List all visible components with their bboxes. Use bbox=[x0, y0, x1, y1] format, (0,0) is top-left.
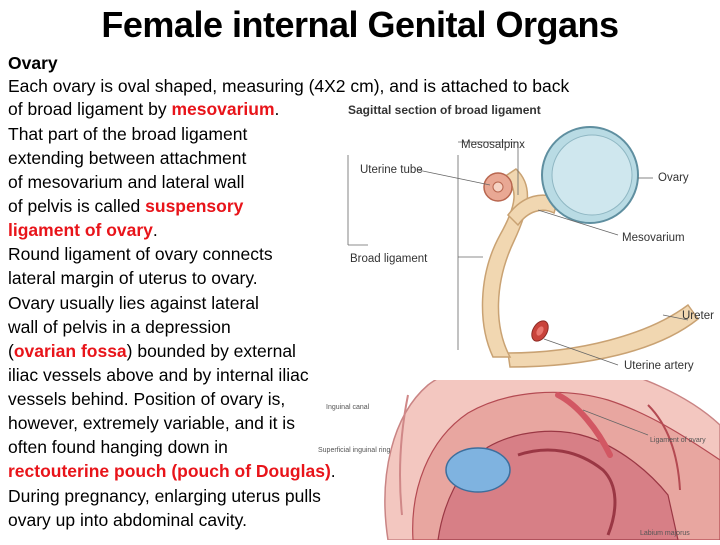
label-ovary: Ovary bbox=[658, 172, 689, 184]
body-line-3: That part of the broad ligament bbox=[8, 124, 248, 144]
label-broad-ligament: Broad ligament bbox=[350, 253, 428, 265]
text-segment: ) bounded by external bbox=[126, 341, 296, 361]
term-rectouterine-pouch: rectouterine pouch (pouch of Douglas) bbox=[8, 461, 331, 481]
body-line-17: rectouterine pouch (pouch of Douglas). bbox=[8, 461, 336, 482]
body-line-18: During pregnancy, enlarging uterus pulls bbox=[8, 486, 321, 506]
text-segment: . bbox=[274, 99, 280, 119]
label-mesovarium: Mesovarium bbox=[622, 232, 685, 244]
text-segment: . bbox=[152, 220, 158, 240]
label-uterine-artery: Uterine artery bbox=[624, 360, 694, 372]
section-heading-ovary: Ovary bbox=[8, 53, 58, 73]
uterine-tube-lumen bbox=[492, 181, 504, 193]
slide-title: Female internal Genital Organs bbox=[101, 4, 619, 45]
label-superficial-inguinal-ring: Superficial inguinal ring bbox=[318, 447, 391, 454]
body-line-16: often found hanging down in bbox=[8, 437, 228, 457]
label-ureter: Ureter bbox=[682, 310, 714, 322]
label-labium-majorus: Labium majorus bbox=[640, 530, 690, 537]
body-line-19: ovary up into abdominal cavity. bbox=[8, 510, 247, 530]
term-ovarian-fossa: ovarian fossa bbox=[13, 341, 127, 361]
label-inguinal-canal: Inguinal canal bbox=[326, 404, 370, 411]
body-line-2: of broad ligament by mesovarium. bbox=[8, 99, 279, 120]
body-line-6: of pelvis is called suspensory bbox=[8, 196, 243, 217]
body-line-1: Each ovary is oval shaped, measuring (4X… bbox=[8, 76, 570, 96]
ovary-inner bbox=[551, 134, 633, 216]
term-suspensory: suspensory bbox=[145, 196, 244, 216]
mesovarium-fold bbox=[507, 194, 559, 227]
text-segment: ( bbox=[8, 341, 14, 361]
body-line-14: vessels behind. Position of ovary is, bbox=[8, 389, 286, 409]
label-uterine-tube: Uterine tube bbox=[360, 164, 423, 176]
body-line-4: extending between attachment bbox=[8, 148, 247, 168]
body-line-9: lateral margin of uterus to ovary. bbox=[8, 268, 258, 288]
body-line-7: ligament of ovary. bbox=[8, 220, 158, 241]
term-mesovarium: mesovarium bbox=[171, 99, 275, 119]
body-line-13: iliac vessels above and by internal ilia… bbox=[8, 365, 309, 385]
pelvic-section bbox=[384, 354, 720, 541]
label-ligament-of-ovary: Ligament of ovary bbox=[650, 437, 706, 444]
broad-ligament-illustration bbox=[318, 95, 720, 541]
body-line-12: (ovarian fossa) bounded by external bbox=[8, 341, 296, 362]
body-line-15: however, extremely variable, and it is bbox=[8, 413, 295, 433]
figure-caption: Sagittal section of broad ligament bbox=[348, 103, 541, 117]
body-line-5: of mesovarium and lateral wall bbox=[8, 172, 245, 192]
leader-lines bbox=[347, 141, 689, 436]
anatomy-drawing bbox=[318, 100, 720, 541]
text-segment: of broad ligament by bbox=[8, 99, 172, 119]
term-ligament-of-ovary: ligament of ovary bbox=[8, 220, 153, 240]
broad-ligament-base bbox=[507, 303, 700, 368]
text-segment: . bbox=[330, 461, 336, 481]
body-line-11: wall of pelvis in a depression bbox=[8, 317, 231, 337]
body-line-10: Ovary usually lies against lateral bbox=[8, 293, 259, 313]
label-mesosalpinx: Mesosalpinx bbox=[461, 139, 525, 151]
uterine-artery-shape bbox=[531, 320, 549, 342]
text-segment: of pelvis is called bbox=[8, 196, 146, 216]
body-line-8: Round ligament of ovary connects bbox=[8, 244, 273, 264]
